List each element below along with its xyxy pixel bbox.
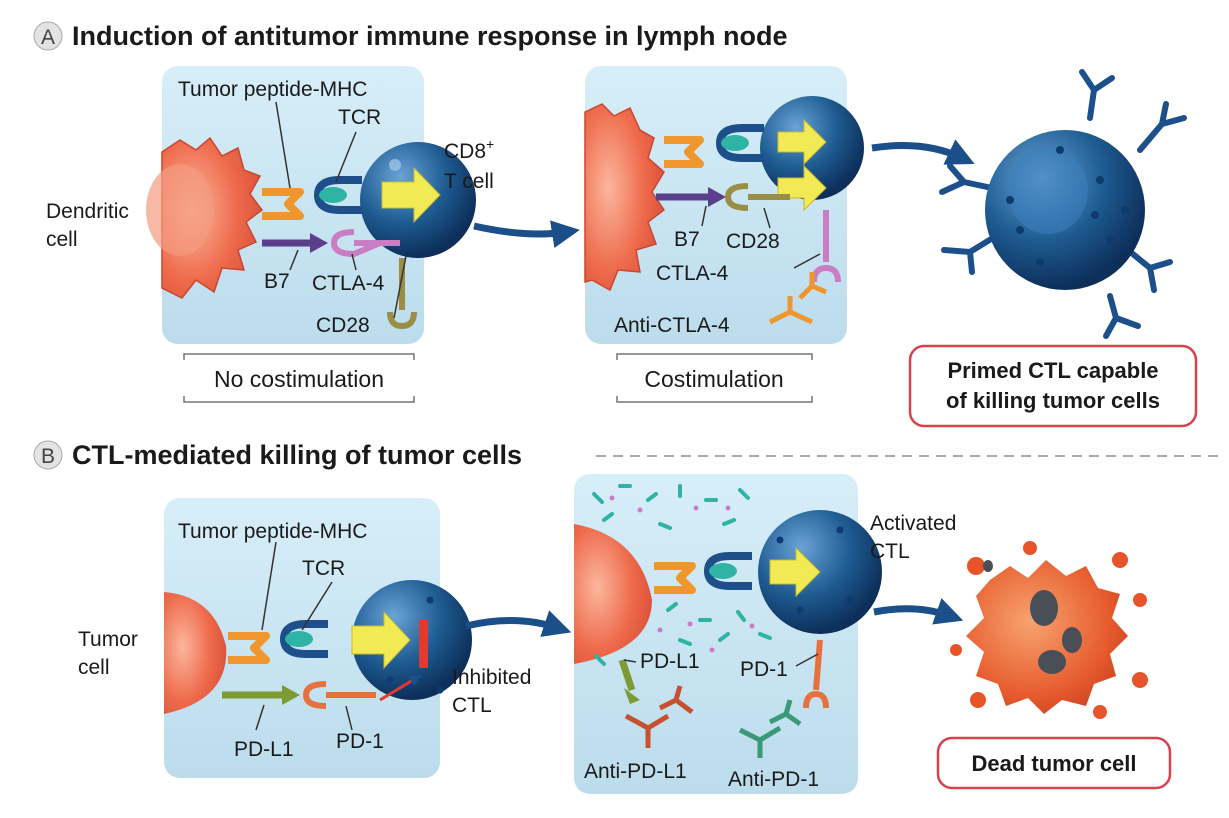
anti-pdl1-antibody bbox=[624, 685, 694, 748]
label-b7-a-left: B7 bbox=[264, 270, 290, 293]
label-tumor-peptide-mhc-b: Tumor peptide-MHC bbox=[178, 520, 367, 543]
arrow-b1 bbox=[465, 610, 572, 637]
label-pd1-b-middle: PD-1 bbox=[740, 658, 788, 681]
label-anti-pd1: Anti-PD-1 bbox=[728, 768, 819, 791]
label-ctla4-a-left: CTLA-4 bbox=[312, 272, 385, 295]
panel-b-middle-box bbox=[574, 474, 882, 794]
label-dendritic-cell: cell bbox=[46, 228, 78, 251]
label-tumor: Tumor bbox=[78, 628, 138, 651]
label-pd1-b-left: PD-1 bbox=[336, 730, 384, 753]
label-t-cell: T cell bbox=[444, 170, 494, 193]
anti-pd1-antibody bbox=[738, 699, 802, 758]
panel-a: A Induction of antitumor immune response… bbox=[33, 21, 1198, 428]
label-b7-a-middle: B7 bbox=[674, 228, 700, 251]
anti-ctla4-antibodies bbox=[768, 272, 827, 325]
caption-costimulation: Costimulation bbox=[644, 366, 783, 392]
dead-tumor-cell-box: Dead tumor cell bbox=[936, 736, 1172, 790]
ctla4-receptor bbox=[330, 229, 382, 258]
label-dendritic: Dendritic bbox=[46, 200, 129, 223]
panel-a-title: Induction of antitumor immune response i… bbox=[72, 21, 788, 51]
label-ctla4-a-middle: CTLA-4 bbox=[656, 262, 729, 285]
arrow-a1 bbox=[473, 220, 580, 249]
label-anti-ctla4: Anti-CTLA-4 bbox=[614, 314, 730, 337]
mhc-molecule bbox=[262, 188, 304, 220]
primed-ctl-cell bbox=[939, 69, 1187, 339]
arrow-a2 bbox=[871, 139, 975, 165]
label-tcr-b: TCR bbox=[302, 557, 345, 580]
panel-b-badge-letter: B bbox=[41, 445, 55, 468]
panel-b-title: CTL-mediated killing of tumor cells bbox=[72, 440, 522, 470]
inhibition-arrow bbox=[379, 674, 422, 702]
label-tumor-peptide-mhc-a: Tumor peptide-MHC bbox=[178, 78, 367, 101]
arrow-b2 bbox=[873, 598, 964, 625]
label-activated: Activated bbox=[870, 512, 956, 535]
dead-tumor-cell bbox=[950, 541, 1148, 719]
label-pdl1-b-middle: PD-L1 bbox=[640, 650, 700, 673]
label-inhibited: Inhibited bbox=[452, 666, 531, 689]
cd28-receptor bbox=[387, 258, 417, 330]
label-pdl1-b-left: PD-L1 bbox=[234, 738, 294, 761]
panel-a-badge: A bbox=[33, 21, 63, 51]
panel-b-left-box bbox=[164, 498, 472, 778]
primed-ctl-line2: of killing tumor cells bbox=[946, 388, 1160, 413]
inhibited-ctl-cell bbox=[352, 580, 472, 700]
panel-a-middle-box bbox=[584, 66, 864, 344]
label-activated-ctl: CTL bbox=[870, 540, 910, 563]
label-tumor-cell: cell bbox=[78, 656, 110, 679]
label-anti-pdl1: Anti-PD-L1 bbox=[584, 760, 687, 783]
tumor-cell-b-middle bbox=[574, 524, 652, 664]
dead-tumor-cell-label: Dead tumor cell bbox=[971, 751, 1136, 776]
label-tcr-a: TCR bbox=[338, 106, 381, 129]
cytokine-dots bbox=[609, 495, 755, 653]
tumor-cell-b-left bbox=[164, 592, 227, 714]
caption-no-costimulation: No costimulation bbox=[214, 366, 384, 392]
signal-arrow bbox=[381, 166, 441, 224]
label-cd8: CD8+ bbox=[444, 136, 494, 163]
label-cd28-a-left: CD28 bbox=[316, 314, 370, 337]
caption-costimulation-bracket bbox=[616, 353, 813, 403]
panel-b: B CTL-mediated killing of tumor cells Tu bbox=[33, 440, 1222, 794]
primed-ctl-line1: Primed CTL capable bbox=[947, 358, 1158, 383]
dendritic-cell-middle bbox=[584, 103, 666, 292]
cytokines bbox=[592, 484, 772, 666]
panel-a-left-box bbox=[146, 66, 476, 344]
panel-a-badge-letter: A bbox=[41, 26, 55, 49]
primed-ctl-box: Primed CTL capable of killing tumor cell… bbox=[908, 344, 1198, 428]
caption-no-costimulation-bracket bbox=[183, 353, 415, 403]
tcr-molecule bbox=[313, 176, 362, 214]
panel-b-badge: B bbox=[33, 440, 63, 470]
inhibition-bar bbox=[419, 620, 428, 668]
label-cd28-a-middle: CD28 bbox=[726, 230, 780, 253]
label-inhibited-ctl: CTL bbox=[452, 694, 492, 717]
